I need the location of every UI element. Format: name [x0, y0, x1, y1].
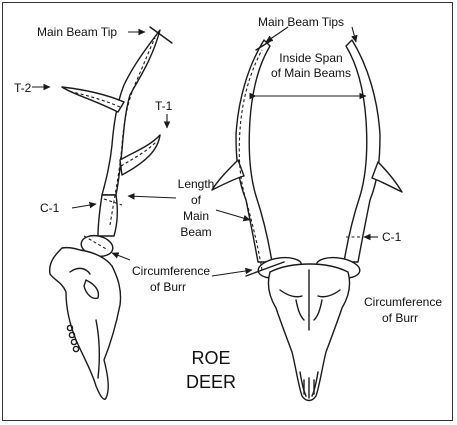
c1-right-label: C-1	[382, 230, 402, 244]
main-beam-tip-label: Main Beam Tip	[37, 25, 117, 39]
length-label-line1: Length	[178, 177, 215, 191]
main-beam-tips-label: Main Beam Tips	[258, 15, 344, 29]
inside-span-label-line1: Inside Span	[279, 51, 342, 65]
circumference-left-label-line2: of Burr	[150, 280, 186, 294]
deer-label: DEER	[186, 372, 236, 392]
front-view-skull-icon	[212, 40, 402, 401]
length-label-line4: Beam	[180, 225, 211, 239]
roe-label: ROE	[191, 348, 230, 368]
c1-left-label: C-1	[40, 201, 60, 215]
circumference-right-label-line2: of Burr	[382, 311, 418, 325]
side-view-skull-icon	[50, 27, 172, 399]
length-label-line3: Main	[183, 209, 209, 223]
t1-label: T-1	[155, 99, 173, 113]
circumference-right-label-line1: Circumference	[364, 295, 442, 309]
length-label-line2: of	[191, 193, 202, 207]
t2-label: T-2	[14, 81, 32, 95]
circumference-left-label-line1: Circumference	[132, 264, 210, 278]
inside-span-label-line2: of Main Beams	[271, 66, 351, 80]
